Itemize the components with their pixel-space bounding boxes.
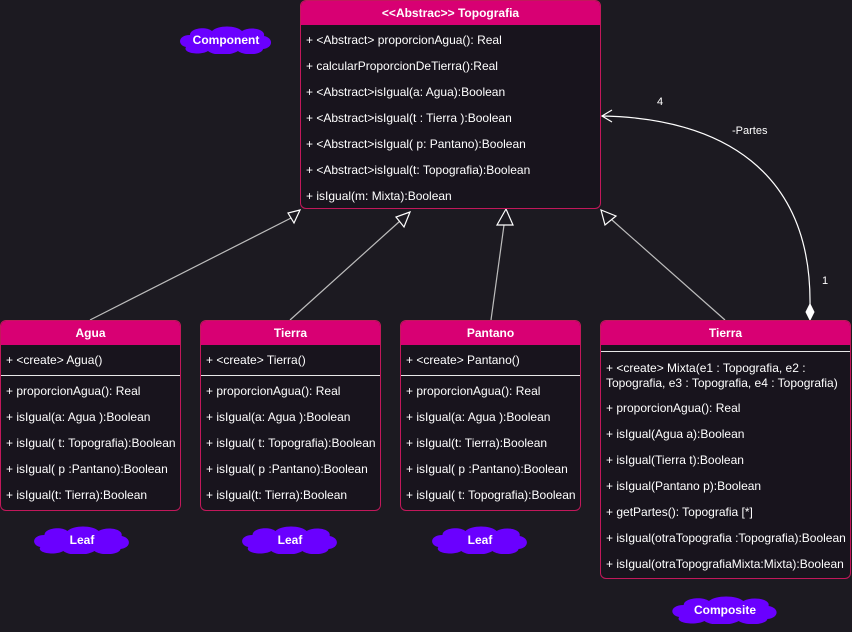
class-agua-title: Agua [1, 321, 180, 345]
class-topografia[interactable]: <<Abstrac>> Topografia + <Abstract> prop… [300, 0, 601, 209]
pantano-constructor: + <create> Pantano() [406, 353, 520, 367]
note-composite-text: Composite [693, 603, 756, 617]
tierra-method: + isIgual(t: Tierra):Boolean [206, 488, 348, 502]
cloud-shape [34, 526, 129, 554]
agua-method: + isIgual(t: Tierra):Boolean [6, 488, 148, 502]
note-leaf-pantano: Leaf [430, 526, 530, 554]
tierra-method: + proporcionAgua(): Real [206, 384, 341, 398]
mixta-method: + isIgual(otraTopografiaMixta:Mixta):Boo… [606, 557, 844, 571]
note-leaf-tierra: Leaf [240, 526, 340, 554]
mixta-constructor: + <create> Mixta(e1 : Topografia, e2 : T… [606, 361, 838, 390]
class-mixta-title: Tierra [601, 321, 850, 345]
mixta-method: + isIgual(Agua a):Boolean [606, 427, 745, 441]
class-pantano[interactable]: Pantano + <create> Pantano() + proporcio… [400, 320, 581, 511]
topografia-member: + <Abstract>isIgual(t: Topografia):Boole… [306, 163, 531, 177]
cloud-shape [180, 26, 271, 54]
aggregation-partes-line [601, 115, 811, 307]
class-agua[interactable]: Agua + <create> Agua() + proporcionAgua(… [0, 320, 181, 511]
agua-method: + isIgual( p :Pantano):Boolean [6, 462, 168, 476]
mixta-method: + isIgual(Tierra t):Boolean [606, 453, 744, 467]
note-leaf-text: Leaf [69, 533, 95, 547]
multiplicity-target: 4 [657, 96, 664, 108]
aggregation-diamond [805, 302, 815, 322]
generalization-mixta [611, 219, 726, 321]
generalization-agua [89, 215, 296, 321]
class-topografia-title: <<Abstrac>> Topografia [301, 1, 600, 25]
pantano-method: + isIgual(a: Agua ):Boolean [406, 410, 551, 424]
note-component: Component [178, 26, 274, 54]
agua-constructor: + <create> Agua() [6, 353, 103, 367]
tierra-constructor: + <create> Tierra() [206, 353, 306, 367]
inheritance-arrowhead-pantano [495, 207, 514, 226]
topografia-member: + isIgual(m: Mixta):Boolean [306, 189, 452, 203]
topografia-member: + calcularProporcionDeTierra():Real [306, 59, 498, 73]
pantano-method: + isIgual( t: Topografia):Boolean [406, 488, 576, 502]
topografia-member: + <Abstract> proporcionAgua(): Real [306, 33, 502, 47]
topografia-member: + <Abstract>isIgual(a: Agua):Boolean [306, 85, 506, 99]
class-mixta[interactable]: Tierra + <create> Mixta(e1 : Topografia,… [600, 320, 851, 579]
class-tierra[interactable]: Tierra + <create> Tierra() + proporcionA… [200, 320, 381, 511]
cloud-shape [672, 596, 777, 624]
mixta-method: + getPartes(): Topografia [*] [606, 505, 753, 519]
pantano-method: + isIgual( p :Pantano):Boolean [406, 462, 568, 476]
cloud-shape [432, 526, 527, 554]
tierra-method: + isIgual(a: Agua ):Boolean [206, 410, 351, 424]
aggregation-open-arrowhead [600, 109, 613, 123]
inheritance-arrowhead-mixta [600, 208, 618, 227]
mixta-method: + isIgual(otraTopografia :Topografia):Bo… [606, 531, 846, 545]
agua-method: + isIgual(a: Agua ):Boolean [6, 410, 151, 424]
topografia-member: + <Abstract>isIgual( p: Pantano):Boolean [306, 137, 526, 151]
note-component-text: Component [192, 33, 260, 47]
note-leaf-agua: Leaf [32, 526, 132, 554]
class-tierra-title: Tierra [201, 321, 380, 345]
class-pantano-title: Pantano [401, 321, 580, 345]
agua-method: + proporcionAgua(): Real [6, 384, 141, 398]
mixta-method: + proporcionAgua(): Real [606, 401, 741, 415]
generalization-pantano [490, 224, 505, 321]
inheritance-arrowhead-agua [287, 209, 302, 225]
topografia-member: + <Abstract>isIgual(t : Tierra ):Boolean [306, 111, 512, 125]
multiplicity-source: 1 [822, 275, 829, 287]
pantano-method: + proporcionAgua(): Real [406, 384, 541, 398]
note-leaf-text: Leaf [277, 533, 303, 547]
note-leaf-text: Leaf [467, 533, 493, 547]
cloud-shape [242, 526, 337, 554]
agua-method: + isIgual( t: Topografia):Boolean [6, 436, 176, 450]
generalization-tierra [289, 220, 401, 321]
pantano-method: + isIgual(t: Tierra):Boolean [406, 436, 548, 450]
note-composite: Composite [670, 596, 780, 624]
inheritance-arrowhead-tierra [395, 210, 412, 229]
tierra-method: + isIgual( p :Pantano):Boolean [206, 462, 368, 476]
role-label-partes: -Partes [732, 125, 768, 137]
mixta-method: + isIgual(Pantano p):Boolean [606, 479, 762, 493]
tierra-method: + isIgual( t: Topografia):Boolean [206, 436, 376, 450]
